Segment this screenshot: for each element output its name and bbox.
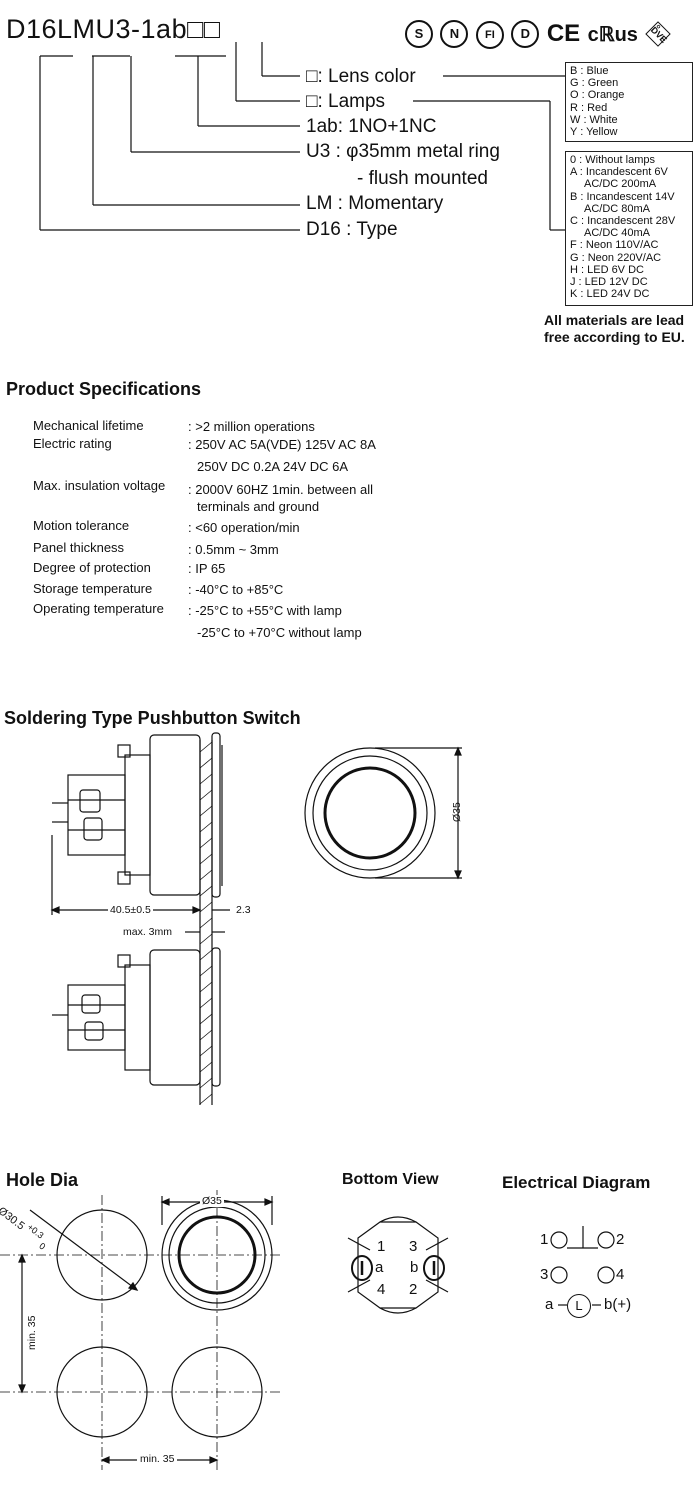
lamp-item: A : Incandescent 6V — [570, 166, 668, 179]
ce-mark-icon: CE — [546, 20, 581, 47]
cru-us-mark-icon: cℝus — [587, 23, 638, 46]
dim-min-vertical: min. 35 — [26, 1313, 38, 1352]
spec-value: : 250V AC 5A(VDE) 125V AC 8A — [188, 437, 376, 452]
legend-ring-mount: - flush mounted — [357, 168, 488, 189]
spec-label: Motion tolerance — [33, 518, 130, 533]
lamp-item: G : Neon 220V/AC — [570, 251, 662, 264]
pin-4-label: 4 — [377, 1281, 386, 1298]
spec-value: : -25°C to +55°C with lamp — [188, 603, 342, 618]
pin-2-label: 2 — [409, 1281, 418, 1298]
elec-pin-4: 4 — [616, 1266, 625, 1283]
s-mark-icon: S — [405, 20, 433, 49]
spec-label: Panel thickness — [33, 540, 125, 555]
spec-label: Max. insulation voltage — [33, 478, 166, 493]
spec-value: -25°C to +70°C without lamp — [197, 625, 362, 640]
fi-mark-icon: FI — [475, 21, 504, 50]
lens-color-item: R : Red — [570, 101, 608, 114]
spec-value: : 0.5mm ~ 3mm — [188, 542, 279, 557]
electrical-title: Electrical Diagram — [502, 1173, 651, 1192]
elec-pin-3: 3 — [540, 1266, 549, 1283]
spec-label: Degree of protection — [33, 560, 151, 575]
bottom-view-title: Bottom View — [342, 1171, 439, 1188]
lens-color-item: O : Orange — [570, 89, 625, 102]
lamp-item: H : LED 6V DC — [570, 263, 644, 276]
lamp-terminal-b: b(+) — [604, 1296, 632, 1313]
legend-momentary: LM : Momentary — [306, 193, 444, 214]
lens-color-item: B : Blue — [570, 65, 609, 77]
spec-value: : -40°C to +85°C — [188, 582, 284, 597]
lamp-item: 0 : Without lamps — [570, 154, 655, 166]
soldering-title: Soldering Type Pushbutton Switch — [4, 708, 301, 728]
eu-note-line1: All materials are lead — [544, 312, 685, 328]
pin-b-label: b — [410, 1259, 419, 1276]
lamp-item: F : Neon 110V/AC — [570, 239, 659, 252]
spec-label: Operating temperature — [33, 601, 164, 616]
specs-title: Product Specifications — [6, 379, 202, 399]
lamp-item: J : LED 12V DC — [570, 276, 648, 289]
lens-color-item: Y : Yellow — [570, 126, 618, 139]
part-number: D16LMU3-1ab□□ — [6, 14, 221, 44]
lamps-table: 0 : Without lamps A : Incandescent 6V AC… — [565, 151, 693, 306]
d-mark-icon: D — [511, 20, 540, 49]
lamp-item: AC/DC 40mA — [584, 227, 651, 240]
dim-gap: 2.3 — [236, 904, 251, 916]
lamp-item: AC/DC 80mA — [584, 202, 651, 215]
dve-mark-icon: DͦVE — [645, 21, 672, 47]
spec-label: Mechanical lifetime — [33, 418, 144, 433]
spec-value: terminals and ground — [197, 499, 320, 514]
pin-3-label: 3 — [409, 1238, 418, 1255]
lens-color-table: B : Blue G : Green O : Orange R : Red W … — [565, 62, 693, 142]
spec-label: Electric rating — [33, 436, 112, 451]
dim-min-horizontal: min. 35 — [137, 1453, 178, 1465]
lamp-symbol-icon: L — [567, 1294, 591, 1318]
elec-pin-2: 2 — [616, 1231, 625, 1248]
eu-note-line2: free according to EU. — [544, 329, 685, 345]
lens-color-item: G : Green — [570, 77, 619, 90]
lamp-item: K : LED 24V DC — [570, 288, 650, 301]
dim-length: 40.5±0.5 — [108, 904, 153, 916]
elec-pin-1: 1 — [540, 1231, 549, 1248]
dim-button: Ø35 — [200, 1195, 224, 1207]
lamp-item: B : Incandescent 14V — [570, 190, 675, 203]
legend-contacts: 1ab: 1NO+1NC — [306, 116, 437, 137]
spec-value: : >2 million operations — [188, 419, 315, 434]
spec-value: 250V DC 0.2A 24V DC 6A — [197, 459, 349, 474]
legend-lamps: □: Lamps — [306, 91, 386, 112]
pin-1-label: 1 — [377, 1238, 386, 1255]
n-mark-icon: N — [440, 20, 469, 49]
lamp-item: C : Incandescent 28V — [570, 215, 676, 228]
pin-a-label: a — [375, 1259, 384, 1276]
legend-ring: U3 : φ35mm metal ring — [306, 141, 500, 162]
dim-panel: max. 3mm — [123, 926, 173, 938]
spec-label: Storage temperature — [33, 581, 153, 596]
lamp-terminal-a: a — [545, 1296, 554, 1313]
dim-diameter: Ø35 — [451, 802, 463, 822]
cert-marks: S N FI D CE cℝus DͦVE — [405, 20, 672, 50]
lamp-item: AC/DC 200mA — [584, 178, 657, 191]
spec-value: : <60 operation/min — [188, 520, 300, 535]
legend-type: D16 : Type — [306, 219, 398, 240]
legend-lens-color: □: Lens color — [306, 66, 416, 87]
hole-title: Hole Dia — [6, 1170, 79, 1190]
spec-value: : 2000V 60HZ 1min. between all — [188, 482, 373, 497]
spec-value: : IP 65 — [188, 561, 226, 576]
lens-color-item: W : White — [570, 113, 618, 126]
